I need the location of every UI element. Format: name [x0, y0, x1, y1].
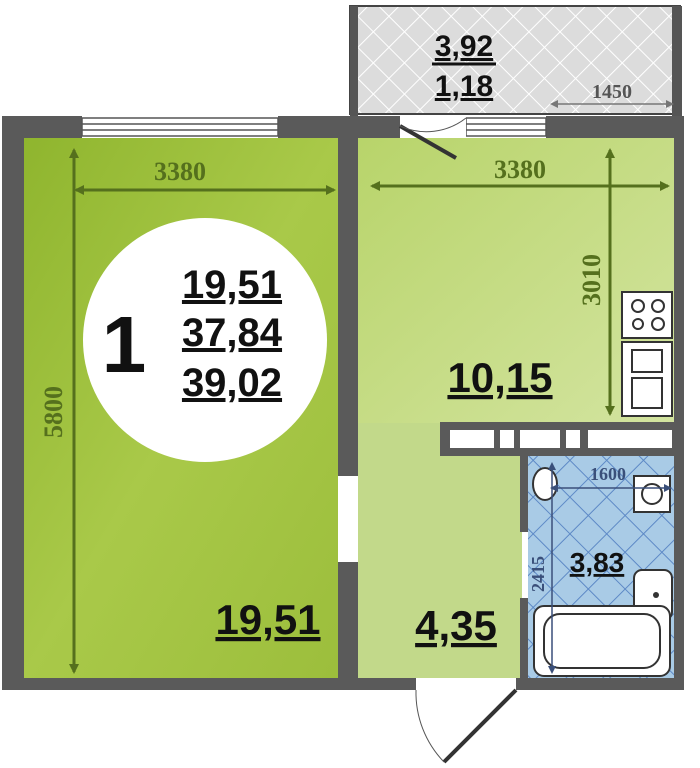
bathroom-length-label: 2415: [528, 556, 548, 592]
entrance-door: [415, 678, 518, 764]
stove: [621, 291, 673, 339]
balcony-length-label: 1450: [592, 81, 632, 103]
washing-machine: [633, 475, 671, 513]
dimension-lines: [69, 148, 672, 674]
balcony: [349, 5, 682, 116]
summary-total-area: 37,84: [182, 311, 283, 355]
kitchen-sink: [621, 341, 673, 417]
balcony-area-full: 3,92: [435, 30, 493, 63]
bathroom-area: 3,83: [570, 547, 625, 578]
bathtub: [533, 605, 671, 677]
living-length-label: 5800: [39, 386, 68, 438]
kitchen-length-label: 3010: [577, 254, 606, 306]
balcony-door: [399, 116, 467, 160]
summary-total-area-with-balcony: 39,02: [182, 361, 282, 405]
bathroom-width-label: 1600: [590, 464, 626, 484]
summary-circle: [83, 218, 327, 462]
kitchen-area: 10,15: [447, 354, 552, 401]
hallway-area: 4,35: [415, 602, 497, 649]
summary-living-area: 19,51: [182, 263, 282, 307]
walls: [2, 116, 684, 690]
windows: [81, 117, 547, 137]
balcony-area-reduced: 1,18: [435, 70, 493, 103]
rooms-count: 1: [102, 300, 147, 389]
hallway: [358, 423, 522, 678]
partition-slats: [450, 430, 672, 448]
kitchen-width-label: 3380: [494, 155, 546, 184]
living-width-label: 3380: [154, 157, 206, 186]
toilet: [532, 467, 558, 501]
living-room-area: 19,51: [215, 596, 320, 643]
